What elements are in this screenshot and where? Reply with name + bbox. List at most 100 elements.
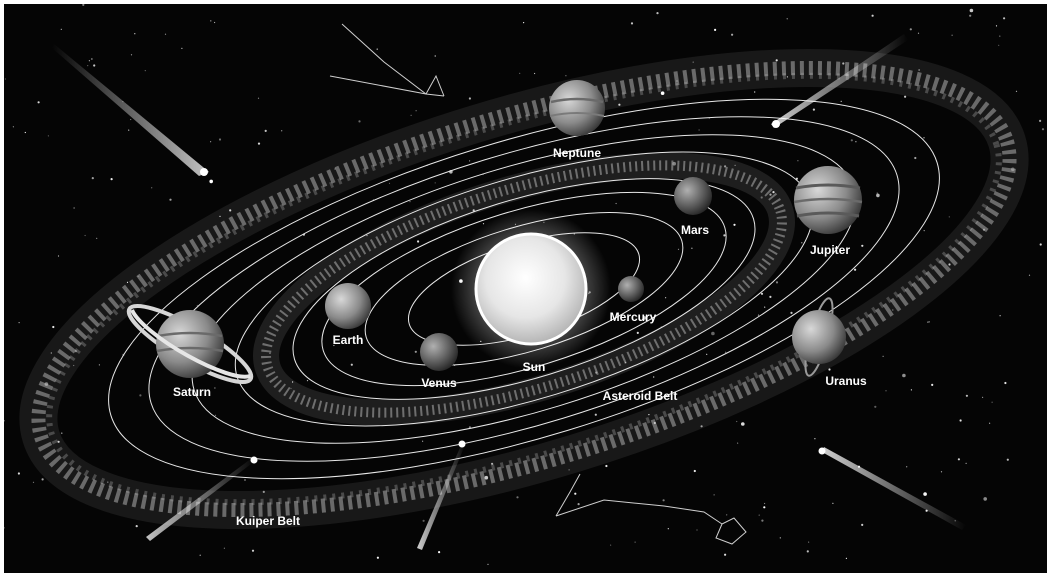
star (927, 321, 929, 323)
star (757, 314, 760, 316)
star (855, 141, 857, 143)
star (422, 519, 425, 522)
star (812, 108, 816, 111)
star (615, 202, 617, 205)
star (769, 193, 772, 196)
star (110, 178, 113, 181)
star (940, 471, 943, 473)
label-earth: Earth (333, 333, 364, 347)
star (725, 351, 727, 353)
star (850, 139, 853, 142)
star (137, 275, 139, 277)
star (761, 519, 764, 522)
star (736, 420, 738, 423)
star (87, 65, 89, 67)
star (775, 281, 779, 284)
star (219, 215, 221, 217)
star (734, 164, 736, 166)
star (630, 22, 634, 25)
star (196, 304, 198, 307)
star (874, 405, 877, 408)
star (959, 419, 962, 422)
star (828, 368, 831, 371)
star (1039, 243, 1042, 246)
star (871, 14, 874, 17)
star (281, 130, 283, 132)
star (605, 464, 608, 468)
star (251, 549, 255, 552)
star (60, 28, 62, 30)
star (763, 506, 766, 509)
star (906, 466, 908, 468)
label-kuiper-belt: Kuiper Belt (236, 514, 300, 528)
star (57, 255, 60, 257)
star (642, 316, 647, 320)
comets (52, 34, 966, 550)
star (229, 209, 232, 212)
star (128, 129, 130, 131)
saturn-planet (126, 304, 254, 384)
star (223, 547, 225, 549)
star (214, 387, 216, 389)
label-mercury: Mercury (610, 310, 657, 324)
star (808, 541, 810, 543)
star (814, 438, 816, 440)
star (1028, 274, 1031, 276)
star (653, 376, 655, 378)
star (438, 551, 441, 554)
star (244, 479, 246, 481)
star (4, 420, 5, 422)
star (306, 380, 309, 382)
star (969, 8, 974, 13)
star (832, 502, 834, 504)
label-asteroid-belt: Asteroid Belt (603, 389, 678, 403)
star (723, 234, 726, 237)
star (96, 237, 98, 239)
star (991, 401, 993, 403)
star (797, 160, 799, 162)
star (257, 142, 261, 145)
comet (146, 458, 255, 541)
star (806, 550, 809, 553)
star (711, 331, 715, 336)
label-mars: Mars (681, 223, 709, 237)
star (61, 432, 63, 434)
star (724, 553, 727, 556)
kuiper-belt (19, 48, 1029, 530)
star (91, 177, 94, 180)
star (760, 292, 764, 295)
star (135, 525, 138, 528)
star (91, 58, 93, 60)
star (665, 297, 667, 299)
star (653, 421, 656, 425)
star (692, 61, 694, 63)
earth-planet (325, 283, 371, 329)
star (965, 394, 969, 397)
star (928, 321, 930, 323)
star (775, 59, 778, 62)
star (484, 475, 489, 480)
star (917, 32, 920, 34)
star (130, 118, 132, 121)
star (434, 182, 436, 184)
star (918, 69, 920, 71)
star (565, 75, 567, 77)
comet (822, 447, 966, 530)
star (998, 44, 1000, 46)
star (519, 72, 521, 74)
star (199, 554, 201, 556)
star (18, 322, 20, 324)
star (995, 25, 998, 27)
star (672, 161, 676, 166)
star (764, 306, 766, 308)
star (73, 207, 75, 209)
star (982, 396, 984, 398)
star (731, 33, 734, 36)
star (434, 55, 436, 57)
comet (771, 34, 908, 128)
star (376, 556, 379, 559)
star (74, 350, 78, 353)
star (624, 361, 627, 364)
star (410, 114, 412, 116)
star (691, 247, 693, 249)
